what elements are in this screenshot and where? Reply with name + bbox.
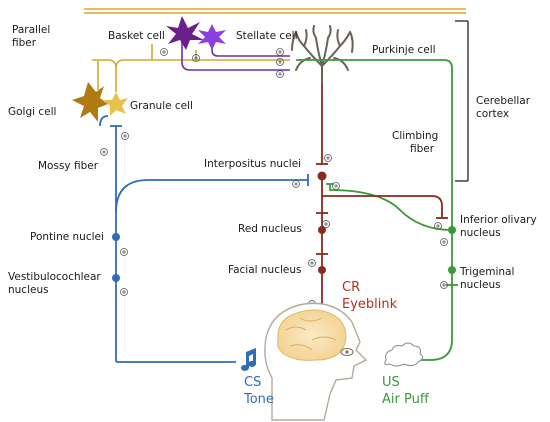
plus-mark (123, 134, 127, 138)
vestibulocochlear-node (112, 274, 120, 282)
plus-mark (278, 50, 282, 54)
granule-parallel-fibers (92, 44, 290, 92)
brain-icon (277, 309, 347, 361)
plus-mark (278, 72, 282, 76)
parallel-fiber-lines (84, 8, 466, 14)
pontine-nuclei-label: Pontine nuclei (30, 231, 104, 243)
plus-mark (162, 50, 166, 54)
human-head (264, 302, 368, 421)
plus-mark (442, 240, 446, 244)
plus-mark (324, 222, 328, 226)
plus-mark (310, 261, 314, 265)
excitatory-symbols (100, 48, 448, 308)
plus-mark (102, 150, 106, 154)
air-puff-icon (384, 342, 424, 367)
mossy-fiber-label: Mossy fiber (38, 160, 99, 172)
pontine-node (112, 233, 120, 241)
climbing-fiber-pathway (296, 59, 458, 361)
music-note-icon (241, 348, 256, 371)
granule-cell-label: Granule cell (130, 100, 193, 112)
plus-mark (442, 283, 446, 287)
plus-mark (122, 290, 126, 294)
plus-mark (122, 250, 126, 254)
stellate-cell-label: Stellate cell (236, 30, 298, 42)
plus-mark (294, 182, 298, 186)
purkinje-axon (316, 84, 328, 165)
granule-cell (104, 92, 128, 116)
plus-mark (436, 224, 440, 228)
plus-mark (334, 184, 338, 188)
basket-cell (166, 16, 204, 50)
mossy-fiber-pathway (99, 115, 309, 363)
basket-stellate-fibers (181, 40, 290, 71)
plus-mark (194, 56, 198, 60)
eye-icon (340, 348, 354, 356)
facial-nucleus-label: Facial nucleus (228, 264, 302, 276)
basket-cell-label: Basket cell (108, 30, 165, 42)
stellate-cell (198, 24, 226, 50)
plus-mark (326, 156, 330, 160)
cerebellar-cortex-bracket (455, 20, 469, 182)
facial-nucleus-node (318, 266, 326, 274)
purkinje-cell-label: Purkinje cell (372, 44, 436, 56)
trigeminal-node (448, 266, 456, 274)
golgi-cell (72, 82, 108, 122)
red-nucleus-node (318, 226, 326, 234)
interpositus-node (317, 171, 327, 181)
interpositus-nuclei-label: Interpositus nuclei (204, 158, 302, 170)
golgi-cell-label: Golgi cell (8, 106, 57, 118)
inferior-olive-node (448, 226, 456, 234)
purkinje-cell (291, 25, 354, 85)
plus-mark (278, 60, 282, 64)
red-nucleus-label: Red nucleus (238, 223, 302, 235)
